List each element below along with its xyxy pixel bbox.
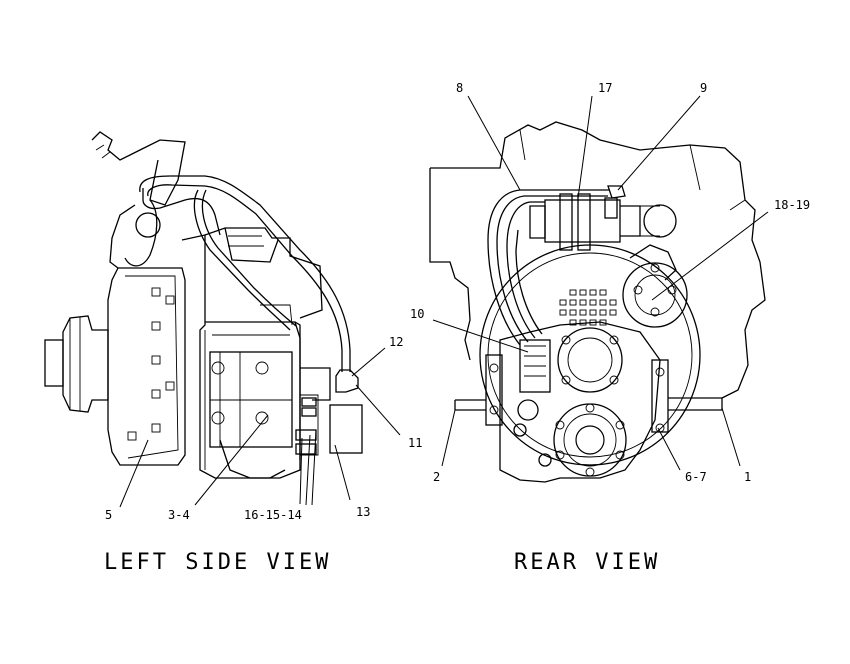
left-leader-lines [119, 347, 401, 508]
left-side-view-drawing [44, 131, 363, 479]
callout-13: 13 [356, 505, 371, 519]
rear-view-drawing [429, 121, 766, 483]
callout-9: 9 [700, 81, 708, 95]
left-side-view-title: LEFT SIDE VIEW [104, 550, 332, 575]
callout-1: 1 [744, 470, 752, 484]
callout-16-15-14: 16-15-14 [244, 508, 302, 522]
callout-3-4: 3-4 [168, 508, 190, 522]
callout-6-7: 6-7 [685, 470, 707, 484]
callout-5: 5 [105, 508, 113, 522]
callout-17: 17 [598, 81, 613, 95]
callout-18-19: 18-19 [774, 198, 811, 212]
rear-leader-lines [432, 95, 769, 471]
rear-view-title: REAR VIEW [514, 550, 661, 575]
callout-11: 11 [408, 436, 423, 450]
callout-2: 2 [433, 470, 441, 484]
callout-10: 10 [410, 307, 425, 321]
callout-8: 8 [456, 81, 464, 95]
callout-12: 12 [389, 335, 404, 349]
